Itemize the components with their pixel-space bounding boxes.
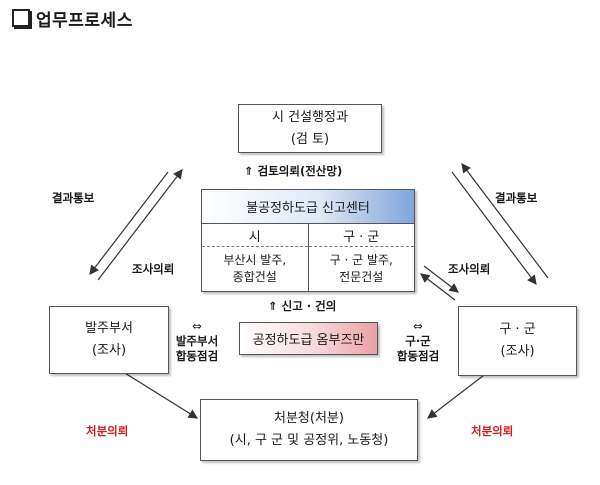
arrow-investigate-right	[451, 171, 537, 285]
center-column-city: 시 부산시 발주, 종합건설	[202, 224, 308, 291]
report-center-header: 불공정하도급 신고센터	[202, 190, 414, 224]
arrow-right-to-bottom	[427, 371, 489, 419]
arrow-result-left	[89, 171, 169, 275]
center-column-district-head: 구 · 군	[308, 224, 414, 247]
ombudsman-box: 공정하도급 옴부즈만	[239, 322, 378, 355]
node-disposition-authority: 처분청(처분) (시, 구 군 및 공정위, 노동청)	[200, 399, 418, 461]
center-column-district-body-2: 전문건설	[339, 270, 384, 284]
node-construction-admin-role: (검 토)	[290, 131, 330, 147]
label-joint-left-line2: 합동점검	[175, 349, 219, 363]
checkbox-square-icon	[12, 9, 30, 27]
arrow-center-to-gugun	[423, 265, 459, 293]
label-investigate-left: 조사의뢰	[132, 262, 175, 276]
label-result-right: 결과통보	[495, 191, 538, 205]
arrow-investigate-left	[97, 169, 183, 281]
label-disposition-left: 처분의뢰	[86, 424, 129, 438]
label-joint-left-line1: 발주부서	[175, 334, 219, 348]
center-column-city-body-1: 부산시 발주,	[223, 253, 287, 267]
label-joint-left: ⇔ 발주부서 합동점검	[168, 319, 226, 364]
center-column-city-body-2: 종합건설	[232, 270, 277, 284]
center-column-district: 구 · 군 구 · 군 발주, 전문건설	[307, 224, 414, 291]
node-construction-admin: 시 건설행정과 (검 토)	[238, 104, 382, 153]
node-ordering-department-name: 발주부서	[85, 321, 133, 336]
page-title: 업무프로세스	[12, 6, 133, 31]
center-column-district-body-1: 구 · 군 발주,	[329, 253, 393, 267]
label-joint-right: ⇔ 구·군 합동점검	[390, 319, 446, 364]
label-disposition-right: 처분의뢰	[471, 424, 514, 438]
node-disposition-authority-members: (시, 구 군 및 공정위, 노동청)	[229, 433, 389, 448]
label-joint-right-line2: 합동점검	[396, 349, 440, 363]
label-report: ⇑ 신고 · 건의	[268, 299, 337, 313]
arrow-gugun-to-center	[420, 273, 456, 301]
page-title-text: 업무프로세스	[36, 11, 133, 31]
node-gugun-role: (조사)	[500, 344, 535, 359]
double-arrow-icon: ⇔	[413, 319, 423, 333]
node-gugun-name: 구 · 군	[499, 322, 536, 337]
report-center-panel: 불공정하도급 신고센터 시 부산시 발주, 종합건설 구 · 군 구 · 군 발…	[201, 189, 415, 292]
label-result-left: 결과통보	[52, 191, 95, 205]
node-construction-admin-name: 시 건설행정과	[272, 109, 348, 125]
arrow-result-right	[461, 163, 549, 279]
node-gugun: 구 · 군 (조사)	[458, 306, 577, 376]
label-investigate-right: 조사의뢰	[448, 262, 491, 276]
node-disposition-authority-name: 처분청(처분)	[274, 411, 344, 426]
node-ordering-department-role: (조사)	[91, 343, 127, 358]
node-ordering-department: 발주부서 (조사)	[49, 306, 169, 374]
center-column-city-head: 시	[202, 224, 308, 247]
double-arrow-icon: ⇔	[192, 319, 202, 333]
arrow-left-to-bottom	[119, 369, 199, 419]
label-joint-right-line1: 구·군	[405, 334, 431, 348]
label-review-request: ⇑ 검토의뢰(전산망)	[244, 164, 343, 178]
